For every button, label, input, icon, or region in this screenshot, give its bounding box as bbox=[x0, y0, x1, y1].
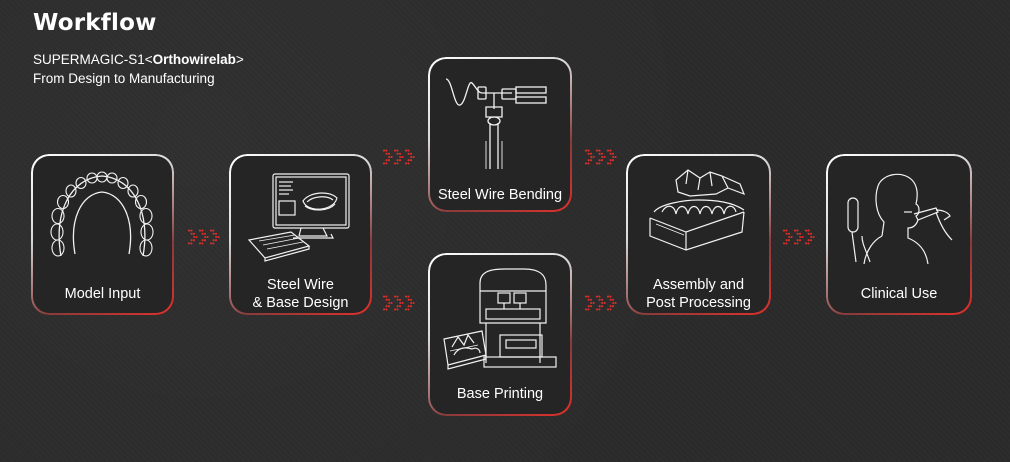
step-label: Steel Wire & Base Design bbox=[229, 276, 372, 312]
step-label: Base Printing bbox=[456, 386, 544, 402]
arrow-icon bbox=[584, 295, 617, 311]
product-subtitle: SUPERMAGIC-S1<Orthowirelab> bbox=[33, 52, 244, 67]
arrow-icon bbox=[187, 229, 220, 245]
subtitle-suffix: > bbox=[235, 52, 244, 67]
step-assembly: Assembly and Post Processing bbox=[626, 154, 771, 315]
step-label-line2: Post Processing bbox=[646, 295, 751, 311]
arrow-icon bbox=[382, 295, 415, 311]
step-design: Steel Wire & Base Design bbox=[229, 154, 372, 315]
step-label: Assembly and Post Processing bbox=[626, 276, 771, 312]
tagline: From Design to Manufacturing bbox=[33, 71, 215, 86]
step-clinical-use: Clinical Use bbox=[826, 154, 972, 315]
step-base-printing: Base Printing bbox=[428, 253, 572, 416]
arrow-icon bbox=[782, 229, 815, 245]
step-model-input: Model Input bbox=[31, 154, 174, 315]
step-label: Steel Wire Bending bbox=[437, 187, 563, 203]
arrow-icon bbox=[584, 149, 617, 165]
patient-icon bbox=[847, 173, 953, 265]
step-label-line1: Assembly and bbox=[652, 277, 745, 293]
subtitle-prefix: SUPERMAGIC-S1< bbox=[33, 52, 153, 67]
step-label: Clinical Use bbox=[860, 286, 938, 302]
computer-design-icon bbox=[247, 173, 350, 262]
arrow-icon bbox=[382, 149, 415, 165]
3d-printer-icon bbox=[443, 268, 557, 370]
subtitle-brand: Orthowirelab bbox=[152, 52, 236, 67]
dental-arch-icon bbox=[50, 171, 154, 257]
step-label-line1: Steel Wire bbox=[267, 277, 334, 293]
step-wire-bending: Steel Wire Bending bbox=[428, 57, 572, 212]
wire-bending-icon bbox=[445, 78, 547, 169]
step-label: Model Input bbox=[64, 286, 141, 302]
dental-model-icon bbox=[649, 169, 746, 251]
step-label-line2: & Base Design bbox=[252, 295, 349, 311]
page-title: Workflow bbox=[33, 10, 157, 36]
